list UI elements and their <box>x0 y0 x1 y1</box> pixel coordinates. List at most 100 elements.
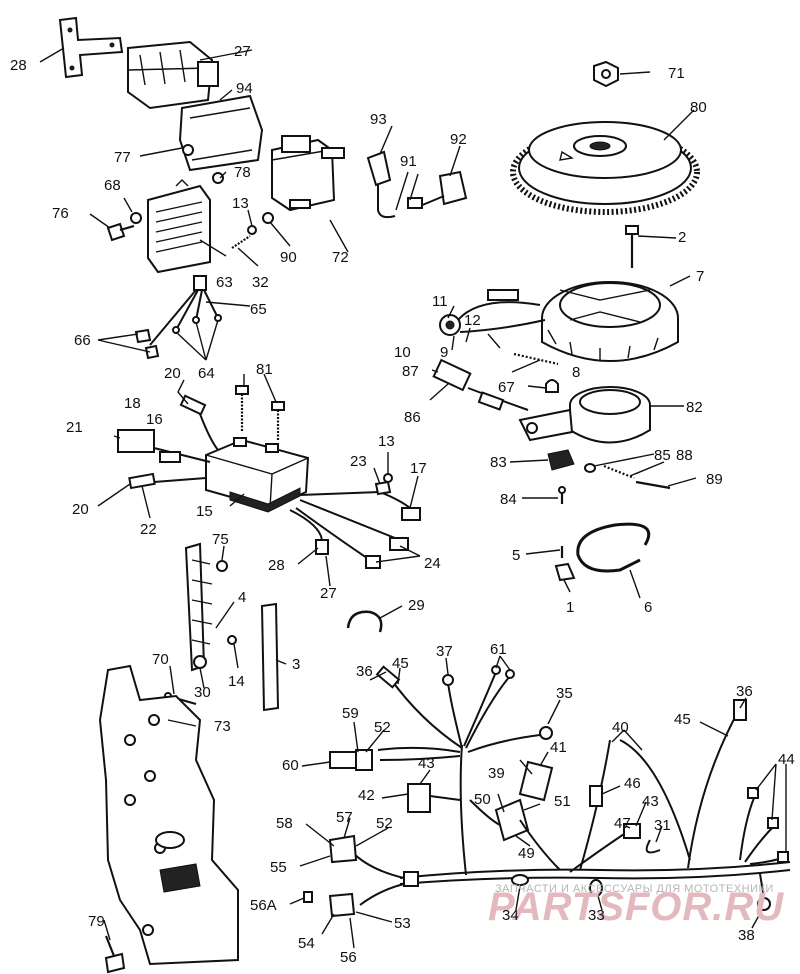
part-screw-2 <box>625 225 639 268</box>
callout-86: 86 <box>404 409 421 426</box>
part-spark-plug-boot-93 <box>366 150 396 219</box>
watermark-line-2: PARTSFOR.RU <box>488 885 784 929</box>
callout-79: 79 <box>88 913 105 930</box>
callout-16: 16 <box>146 411 163 428</box>
callout-8: 8 <box>572 364 580 381</box>
part-grommet-67 <box>545 379 559 393</box>
callout-80: 80 <box>690 99 707 116</box>
part-cover-plate-94 <box>178 94 264 172</box>
callout-24: 24 <box>424 555 441 572</box>
part-leads-24 <box>289 490 421 569</box>
callout-36-right: 36 <box>736 683 753 700</box>
callout-52-top: 52 <box>374 719 391 736</box>
callout-43-left: 43 <box>418 755 435 772</box>
callout-18: 18 <box>124 395 141 412</box>
callout-11: 11 <box>432 293 448 310</box>
callout-36-left: 36 <box>356 663 373 680</box>
callout-35: 35 <box>556 685 573 702</box>
callout-20-bottom: 20 <box>72 501 89 518</box>
part-mounting-plate-73 <box>98 664 239 966</box>
callout-28-mid: 28 <box>268 557 285 574</box>
callout-85: 85 <box>654 447 671 464</box>
part-connector-86 <box>432 358 529 411</box>
callout-73: 73 <box>214 718 231 735</box>
part-rectifier-leads-64 <box>134 275 222 360</box>
callout-56A: 56A <box>250 897 277 914</box>
callout-38: 38 <box>738 927 755 944</box>
part-retaining-ring-6 <box>576 522 651 573</box>
callout-5: 5 <box>512 547 520 564</box>
part-stator-connector-11 <box>439 289 546 336</box>
callout-45-right: 45 <box>674 711 691 728</box>
callout-60: 60 <box>282 757 299 774</box>
callout-61: 61 <box>490 641 507 658</box>
callout-10: 10 <box>394 344 411 361</box>
part-screw-75 <box>216 560 228 572</box>
callout-33: 33 <box>588 907 605 924</box>
callout-93: 93 <box>370 111 387 128</box>
callout-65: 65 <box>250 301 267 318</box>
part-washer-13-top <box>247 225 257 235</box>
part-washer-85 <box>584 463 596 473</box>
callout-43-right: 43 <box>642 793 659 810</box>
callout-84: 84 <box>500 491 517 508</box>
callout-91: 91 <box>400 153 417 170</box>
callout-2: 2 <box>678 229 686 246</box>
callout-81: 81 <box>256 361 273 378</box>
part-timer-base-82 <box>518 386 651 444</box>
callout-15: 15 <box>196 503 213 520</box>
callout-30: 30 <box>194 684 211 701</box>
part-connector-20-22 <box>128 472 207 490</box>
callout-55: 55 <box>270 859 287 876</box>
part-screw-14 <box>227 635 237 645</box>
callout-32: 32 <box>252 274 269 291</box>
part-flywheel-nut-71 <box>593 60 619 88</box>
part-screw-76 <box>106 222 135 242</box>
callout-41: 41 <box>550 739 567 756</box>
callout-37: 37 <box>436 643 453 660</box>
callout-94: 94 <box>236 80 253 97</box>
callout-31: 31 <box>654 817 671 834</box>
callout-9: 9 <box>440 344 448 361</box>
callout-75: 75 <box>212 531 229 548</box>
callout-34: 34 <box>502 907 519 924</box>
callout-58: 58 <box>276 815 293 832</box>
callout-72: 72 <box>332 249 349 266</box>
part-rectifier-63 <box>147 179 211 274</box>
callout-20-top: 20 <box>164 365 181 382</box>
callout-4: 4 <box>238 589 246 606</box>
callout-44: 44 <box>778 751 795 768</box>
callout-90: 90 <box>280 249 297 266</box>
callout-29: 29 <box>408 597 425 614</box>
part-connector-16 <box>179 394 219 451</box>
callout-70: 70 <box>152 651 169 668</box>
callout-53: 53 <box>394 915 411 932</box>
part-screw-84 <box>558 486 566 504</box>
callout-22: 22 <box>140 521 157 538</box>
part-spring-88 <box>603 464 635 480</box>
part-strip-3 <box>260 602 280 712</box>
callout-46: 46 <box>624 775 641 792</box>
part-screw-81 <box>235 385 285 440</box>
leader-lines <box>39 47 787 949</box>
callout-6: 6 <box>644 599 652 616</box>
part-terminal-strip-4 <box>184 542 213 672</box>
callout-54: 54 <box>298 935 315 952</box>
callout-87: 87 <box>402 363 419 380</box>
callout-51: 51 <box>554 793 571 810</box>
part-terminal-block-27 <box>127 40 219 110</box>
callout-52-bottom: 52 <box>376 815 393 832</box>
callout-14: 14 <box>228 673 245 690</box>
callout-92: 92 <box>450 131 467 148</box>
callout-numbers: 28 27 94 77 78 71 80 93 92 91 68 76 13 9… <box>10 43 795 966</box>
part-ignition-coil-72 <box>271 135 345 212</box>
watermark: ЗАПЧАСТИ И АКСЕССУАРЫ ДЛЯ МОТОТЕХНИКИ PA… <box>488 883 784 929</box>
callout-77: 77 <box>114 149 131 166</box>
callout-1: 1 <box>566 599 574 616</box>
part-terminal-23 <box>374 473 393 496</box>
callout-12: 12 <box>464 312 481 329</box>
callout-17: 17 <box>410 460 427 477</box>
callout-88: 88 <box>676 447 693 464</box>
part-block-83 <box>547 449 575 471</box>
